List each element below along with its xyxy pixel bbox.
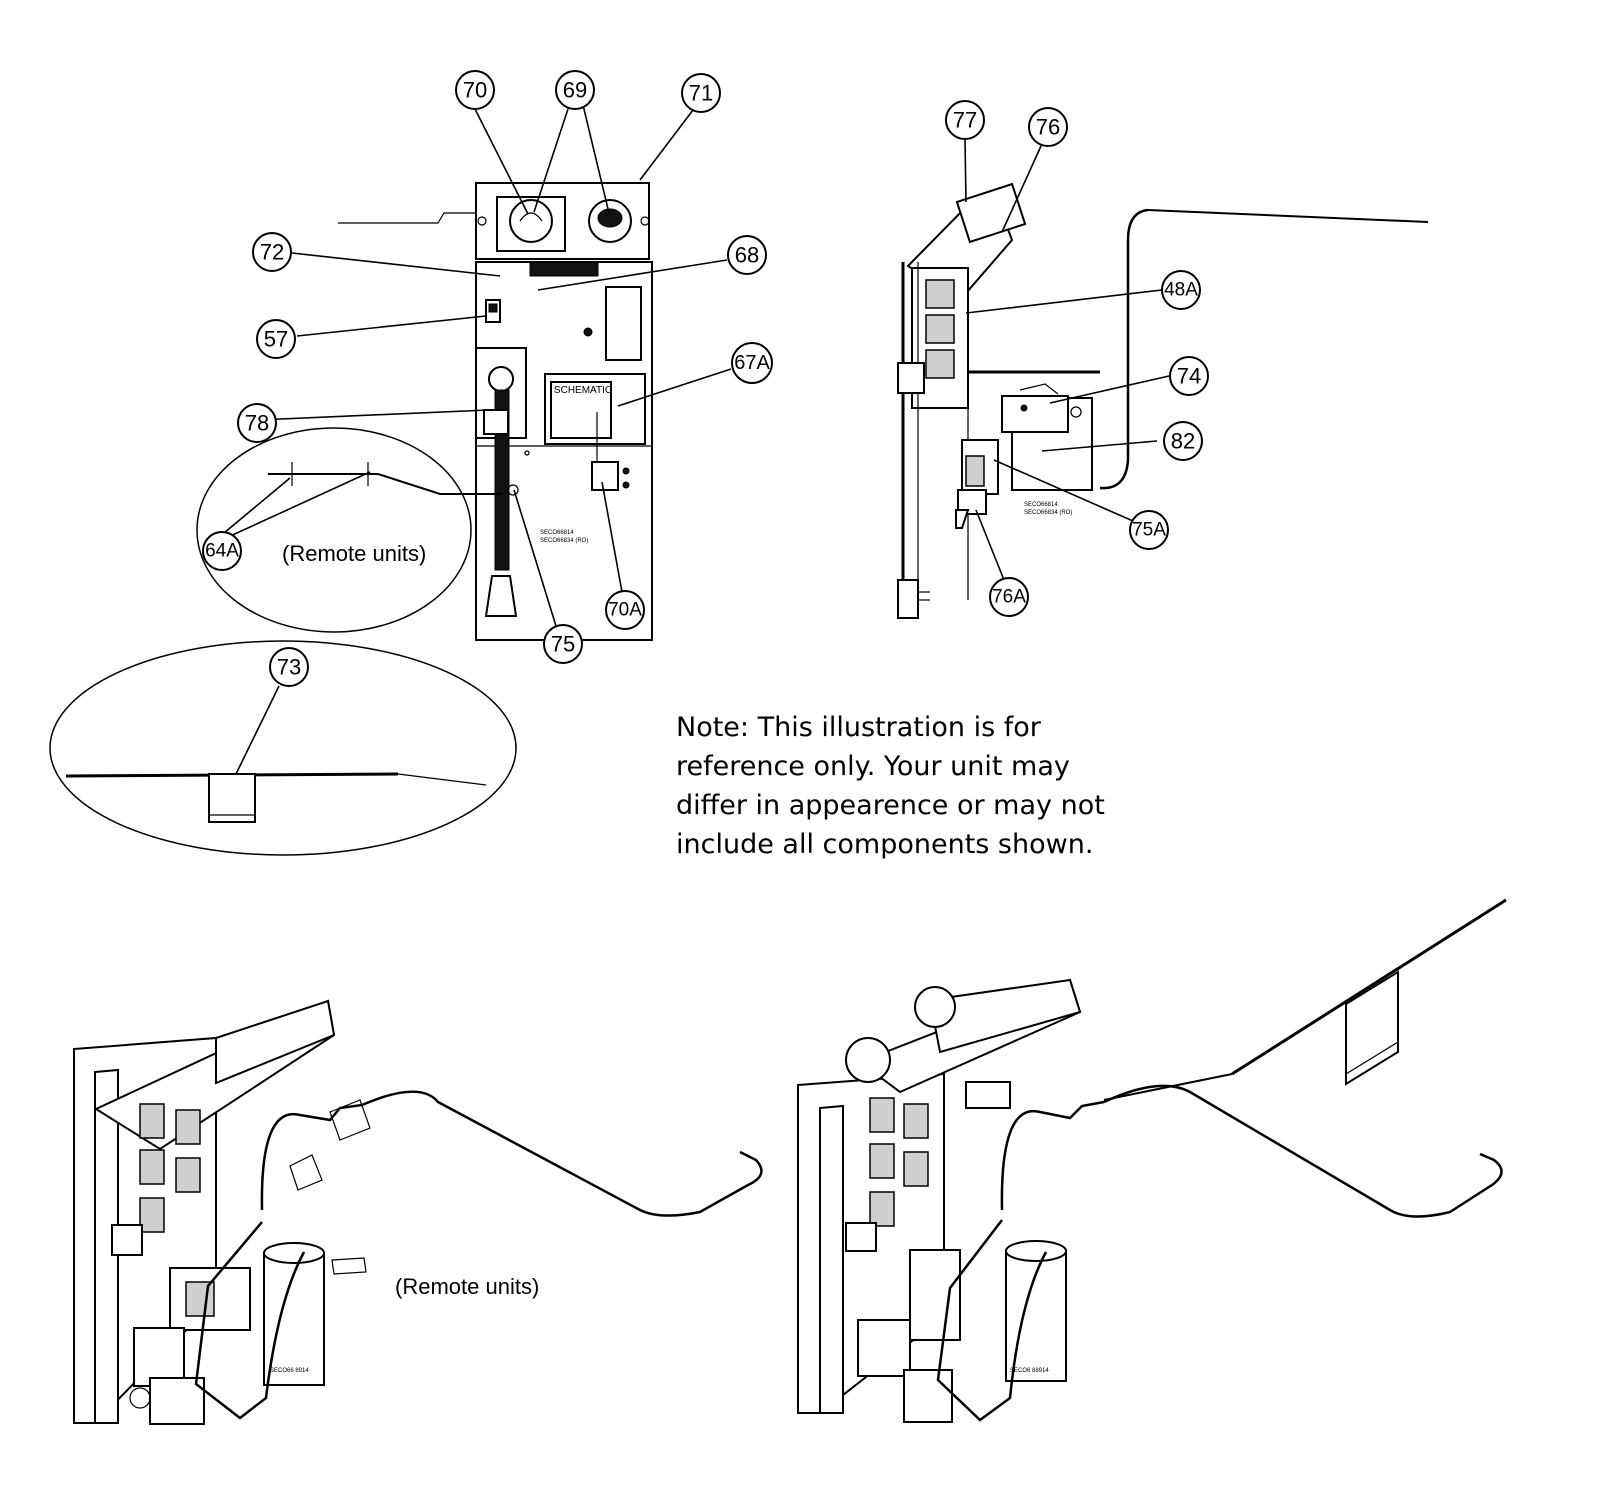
svg-text:82: 82 [1171,429,1195,454]
side-view-assembly: SECO66814 SECO66834 (RO) [897,182,1429,619]
callout-82: 82 [1163,421,1203,461]
callout-69: 69 [555,70,595,110]
svg-text:SECO66814: SECO66814 [540,530,574,536]
callout-57: 57 [256,319,296,359]
svg-text:48A: 48A [1164,280,1198,301]
svg-text:SECO6 88914: SECO6 88914 [1010,1368,1049,1374]
callout-74: 74 [1169,356,1209,396]
remote-units-oval: (Remote units) [196,427,502,633]
callout-72: 72 [252,232,292,272]
svg-text:75: 75 [551,632,575,657]
note-line-2: reference only. Your unit may [676,751,1070,782]
svg-text:73: 73 [277,655,301,680]
svg-text:70: 70 [463,78,487,103]
reference-note: Note: This illustration is for reference… [676,708,1196,864]
callout-71: 71 [681,73,721,113]
svg-text:77: 77 [953,108,977,133]
sensor-oval [49,640,517,856]
svg-text:72: 72 [260,240,284,265]
remote-units-label-top: (Remote units) [282,541,426,566]
leader-lines [217,104,1170,775]
note-line-3: differ in appearence or may not [676,790,1105,821]
isometric-remote-assembly: SECO66 8914 [73,999,763,1425]
isometric-standard-assembly: SECO6 88914 [797,898,1507,1423]
callout-48a: 48A [1161,270,1201,310]
svg-text:67A: 67A [734,352,770,374]
callout-76: 76 [1028,107,1068,147]
svg-text:74: 74 [1177,364,1201,389]
remote-units-label-bottom: (Remote units) [395,1274,539,1299]
callout-77: 77 [945,100,985,140]
thermostat-knob-left [509,199,553,243]
svg-text:SECO66834 (RO): SECO66834 (RO) [540,538,588,544]
callout-75a: 75A [1129,510,1169,550]
svg-text:78: 78 [245,411,269,436]
svg-text:SECO66814: SECO66814 [1024,502,1058,508]
callout-70: 70 [455,70,495,110]
svg-text:70A: 70A [608,600,642,621]
svg-text:75A: 75A [1132,520,1166,541]
note-line-1: Note: This illustration is for [676,712,1041,743]
svg-text:SECO66834 (RO): SECO66834 (RO) [1024,510,1072,516]
svg-text:71: 71 [689,81,713,106]
callout-68: 68 [727,235,767,275]
svg-text:76: 76 [1036,115,1060,140]
svg-text:76A: 76A [992,587,1026,608]
callout-76a: 76A [989,577,1029,617]
front-control-panel: SCHEMATIC SECO66814 SECO66834 (RO) [338,182,653,641]
callout-64a: 64A [202,531,242,571]
note-line-4: include all components shown. [676,829,1094,860]
callout-67a: 67A [731,342,773,384]
callout-70a: 70A [605,590,645,630]
callout-78: 78 [237,403,277,443]
svg-text:64A: 64A [205,541,239,562]
svg-text:SECO66 8914: SECO66 8914 [270,1368,309,1374]
callout-73: 73 [269,647,309,687]
callout-75: 75 [543,624,583,664]
svg-text:68: 68 [735,243,759,268]
schematic-label: SCHEMATIC [554,385,612,396]
svg-text:57: 57 [264,327,288,352]
svg-text:69: 69 [563,78,587,103]
